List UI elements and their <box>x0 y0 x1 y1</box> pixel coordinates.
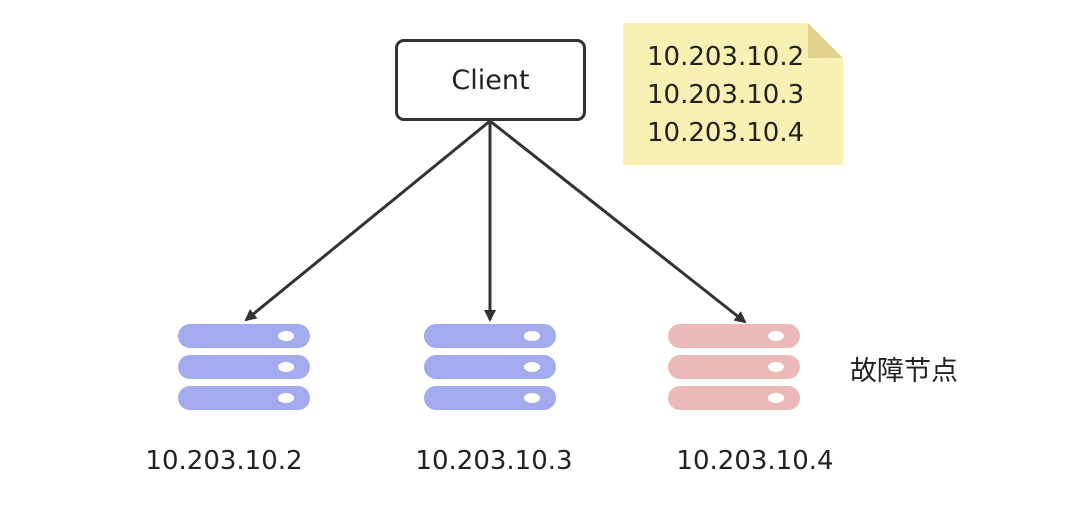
note-shape <box>623 23 843 165</box>
server-label-3: 10.203.10.4 <box>676 446 834 476</box>
edge-client-server-1 <box>244 119 491 322</box>
server-label-1: 10.203.10.2 <box>145 446 303 476</box>
note-line-3: 10.203.10.4 <box>647 118 805 148</box>
client-label: Client <box>451 64 530 96</box>
server-icon-1 <box>178 324 310 410</box>
note-fold <box>808 23 843 58</box>
edge-client-server-3 <box>489 119 747 324</box>
ip-list-note: 10.203.10.2 10.203.10.3 10.203.10.4 <box>647 38 804 152</box>
server-icon-2 <box>424 324 556 410</box>
server-label-2: 10.203.10.3 <box>415 446 573 476</box>
note-line-2: 10.203.10.3 <box>647 80 805 110</box>
server-icon-3-faulty <box>668 324 800 410</box>
fault-node-label: 故障节点 <box>850 356 958 387</box>
note-line-1: 10.203.10.2 <box>647 42 805 72</box>
client-node: Client <box>395 39 586 121</box>
